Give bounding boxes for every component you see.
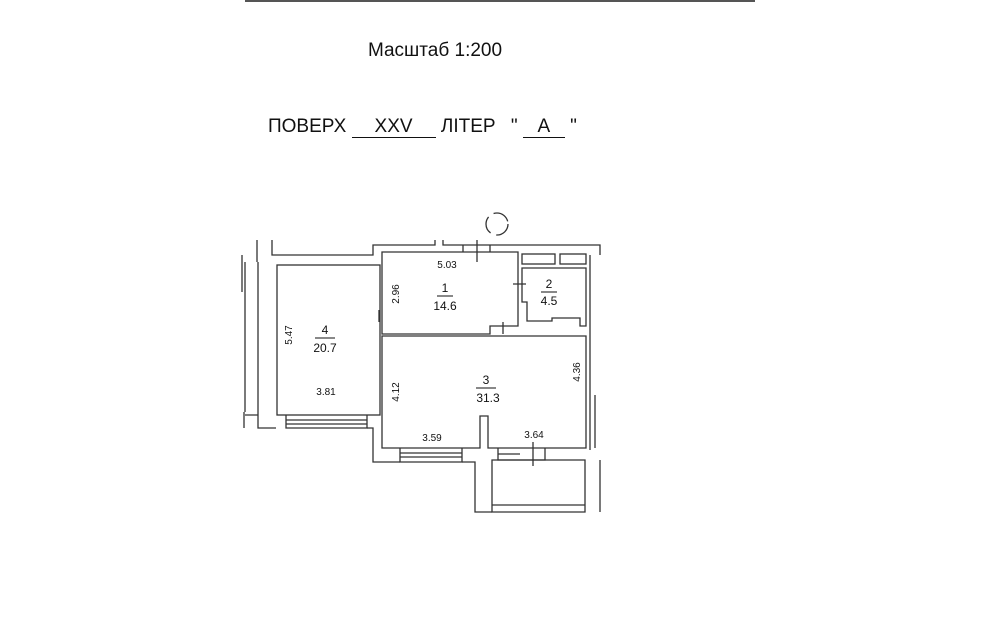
- floor-value: XXV: [351, 117, 436, 138]
- letter-value: А: [522, 117, 565, 138]
- compass-icon: [485, 212, 509, 236]
- scale-label: Масштаб 1:200: [367, 40, 503, 61]
- quote-open: ": [510, 116, 518, 137]
- letter-label: ЛІТЕР: [440, 116, 496, 137]
- walls: [241, 212, 601, 513]
- dim-room3-right-height: 4.36: [572, 362, 583, 382]
- room-4-area: 20.7: [313, 341, 337, 355]
- dim-room3-right-width: 3.64: [524, 430, 544, 441]
- room-1-area: 14.6: [433, 299, 457, 313]
- dim-room3-left-width: 3.59: [422, 433, 442, 444]
- room-labels: 1 14.6 2 4.5 3 31.3 4 20.7: [313, 277, 557, 405]
- room-3-area: 31.3: [476, 391, 500, 405]
- room-4-number: 4: [322, 323, 329, 337]
- window-room3: [399, 448, 463, 463]
- window-room4: [285, 415, 368, 429]
- balcony-outline: [491, 459, 586, 513]
- quote-close: ": [570, 116, 577, 137]
- floor-letter-line: ПОВЕРХ XXV ЛІТЕР " А ": [268, 116, 577, 138]
- floor-label: ПОВЕРХ: [268, 116, 347, 137]
- dim-room3-left-height: 4.12: [391, 382, 402, 402]
- dim-room4-height: 5.47: [284, 325, 295, 345]
- room-3-outline: [381, 335, 587, 449]
- room-3-number: 3: [483, 373, 490, 387]
- room-2-outline: [521, 267, 587, 327]
- room-2-number: 2: [546, 277, 553, 291]
- room-1-outline: [381, 251, 519, 335]
- room-2-area: 4.5: [541, 294, 558, 308]
- room-1-number: 1: [442, 281, 449, 295]
- room-4-outline: [276, 264, 381, 416]
- dim-room4-width: 3.81: [316, 387, 336, 398]
- top-border-line: [245, 0, 755, 2]
- dimension-labels: 5.03 2.96 5.47 3.81 4.12 4.36 3.59 3.64: [284, 260, 583, 444]
- dim-room1-height: 2.96: [391, 284, 402, 304]
- dim-room1-width: 5.03: [437, 260, 457, 271]
